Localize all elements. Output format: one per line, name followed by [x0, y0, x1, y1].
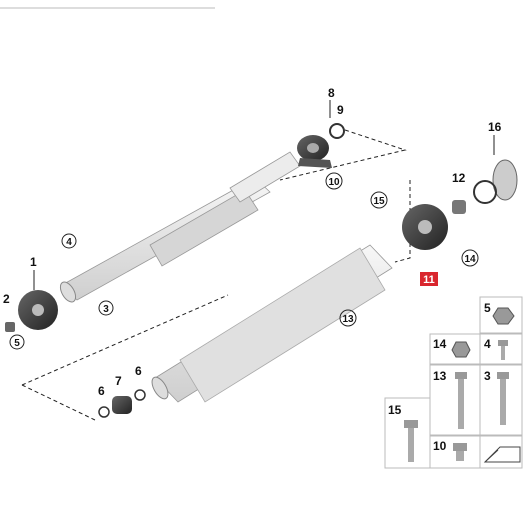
center-bearing: [297, 135, 332, 168]
bolt-icon-15: [404, 420, 418, 462]
callout-3: 3: [103, 304, 109, 315]
nut-icon-5: [492, 307, 515, 325]
callout-6b: 6: [135, 364, 142, 378]
panel-label-3: 3: [484, 369, 491, 383]
flex-disc-11: [402, 204, 448, 250]
bolt-icon-10: [453, 443, 467, 461]
callout-4: 4: [66, 237, 72, 248]
front-propeller-shaft: [151, 244, 393, 403]
callout-12: 12: [452, 171, 466, 185]
panel-label-15: 15: [388, 403, 402, 417]
callout-9: 9: [337, 103, 344, 117]
panel-label-14: 14: [433, 337, 447, 351]
callout-15: 15: [373, 196, 385, 207]
callout-11-highlight: 11: [420, 272, 438, 286]
bushing-12: [452, 200, 466, 214]
fastener-panel: [384, 296, 523, 469]
callout-16: 16: [488, 120, 502, 134]
fastener-panel-labels: 5 14 4 13 3 15 10: [388, 301, 491, 453]
o-ring-6a: [98, 406, 110, 418]
panel-label-5: 5: [484, 301, 491, 315]
rear-propeller-shaft: [59, 151, 301, 303]
callout-14: 14: [464, 254, 476, 265]
callout-1: 1: [30, 255, 37, 269]
callout-13: 13: [342, 314, 354, 325]
bolt-icon-13: [455, 372, 467, 429]
callout-10: 10: [328, 177, 340, 188]
bolt-icon-3: [497, 372, 509, 425]
callout-6a: 6: [98, 384, 105, 398]
o-ring-6b: [134, 389, 146, 401]
panel-label-13: 13: [433, 369, 447, 383]
washer-9: [329, 123, 345, 139]
grommet-7: [112, 396, 132, 414]
panel-label-4: 4: [484, 337, 491, 351]
flex-disc-1: [18, 290, 58, 330]
callout-7: 7: [115, 374, 122, 388]
sleeve-2: [5, 322, 15, 332]
circled-callouts: 4 3 5 10 15 14 13: [9, 172, 479, 350]
callout-labels: 1 2 8 9 12 16 6 7 6: [3, 86, 502, 398]
bolt-icon-4: [498, 340, 508, 360]
callout-2: 2: [3, 292, 10, 306]
callout-11: 11: [423, 274, 435, 286]
dashed-leader-frame: [21, 129, 411, 421]
flange-16: [473, 159, 518, 204]
flange-nut-icon-14: [451, 341, 471, 358]
arrow-icon: [483, 446, 521, 463]
panel-label-10: 10: [433, 439, 447, 453]
callout-8: 8: [328, 86, 335, 100]
callout-5: 5: [14, 338, 20, 349]
